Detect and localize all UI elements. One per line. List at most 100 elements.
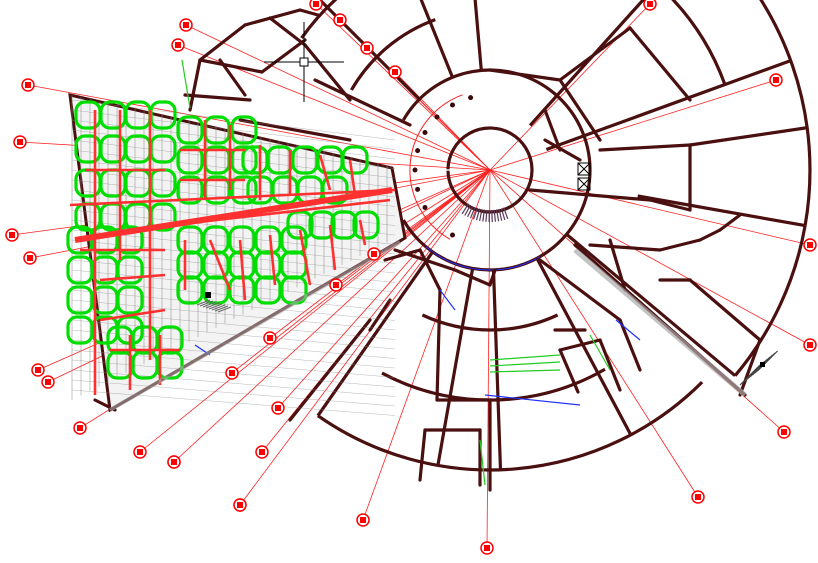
- selection-grip: [330, 210, 358, 240]
- selected-line: [238, 239, 247, 301]
- radial-wall: [491, 269, 503, 470]
- hatch-line: [71, 389, 396, 416]
- grid-bubble-icon: [171, 38, 185, 52]
- selected-line: [99, 273, 166, 282]
- radial-wall: [528, 0, 646, 127]
- hatch-line: [71, 229, 396, 264]
- selected-wing-geometry[interactable]: [66, 93, 407, 416]
- wall-segment: [698, 228, 722, 242]
- elevator-icon: [577, 162, 591, 191]
- wall-segment: [383, 248, 422, 262]
- selected-line: [208, 239, 232, 291]
- lower-wing-wall: [421, 313, 559, 332]
- axis-line: [489, 79, 777, 171]
- right-wing-outer-wall: [733, 225, 807, 377]
- hatch-line: [71, 319, 396, 350]
- rotunda-wall: [402, 68, 592, 272]
- grid-bubble-icon: [309, 0, 323, 11]
- grid-bubble-icon: [777, 425, 791, 439]
- hatch-line: [71, 339, 396, 369]
- hatch-line: [71, 269, 396, 302]
- wall-segment: [435, 288, 442, 402]
- grid-bubble-icon: [31, 363, 45, 377]
- wall-segment: [558, 348, 580, 394]
- grid-bubble-icon: [388, 65, 402, 79]
- axis-line: [185, 24, 491, 171]
- hatch-line: [71, 239, 396, 274]
- grid-bubble-icon: [5, 228, 19, 242]
- wall-segment: [598, 338, 622, 392]
- wall-segment: [260, 38, 307, 74]
- wall-segment: [558, 78, 602, 142]
- hatch-line: [71, 299, 396, 331]
- rotunda-inner-line: [409, 94, 463, 240]
- selection-grip: [308, 210, 336, 240]
- selection-grip: [352, 210, 380, 240]
- grid-bubble-icon: [263, 331, 277, 345]
- hatch-line: [71, 289, 396, 321]
- wall-segment: [688, 126, 807, 147]
- wall-lines: [93, 0, 812, 492]
- axis-line: [489, 169, 699, 498]
- wall-segment: [628, 26, 692, 102]
- accent-line: [489, 361, 561, 367]
- axis-line: [277, 169, 491, 409]
- accent-line: [489, 369, 561, 373]
- rotunda-blue-line: [425, 246, 541, 271]
- wall-segment: [218, 58, 247, 97]
- wall-segment: [288, 318, 372, 422]
- column-dot: [450, 232, 455, 238]
- wall-segment: [198, 23, 247, 62]
- selection-grip: [116, 285, 144, 315]
- wall-segment: [543, 138, 582, 162]
- grid-bubble-icon: [255, 445, 269, 459]
- radial-wall: [535, 257, 633, 436]
- wall-segment: [303, 43, 352, 102]
- grid-bubble-icon: [133, 445, 147, 459]
- grid-bubbles[interactable]: [5, 0, 817, 555]
- grid-bubble-icon: [233, 498, 247, 512]
- wall-segment: [488, 68, 562, 82]
- grid-bubble-icon: [360, 41, 374, 55]
- grid-bubble-icon: [480, 541, 494, 555]
- detail-elements: [108, 59, 778, 486]
- wall-segment: [618, 318, 642, 372]
- accent-line: [589, 334, 611, 371]
- column-dot: [434, 114, 440, 120]
- gap-line: [108, 240, 402, 412]
- accent-line: [439, 289, 456, 311]
- wall-segment: [188, 58, 202, 112]
- crosshair-cursor-icon: [264, 22, 344, 102]
- radial-wall: [316, 250, 434, 417]
- axis-line: [489, 169, 811, 346]
- column-dot: [422, 205, 428, 210]
- grid-bubble-icon: [21, 78, 35, 92]
- axis-line: [489, 169, 811, 246]
- selected-line: [358, 219, 367, 246]
- axis-line: [139, 169, 491, 453]
- radial-wall: [545, 59, 792, 152]
- crosshair-box: [299, 57, 309, 67]
- wall-segment: [588, 243, 662, 252]
- wall-segment: [313, 78, 412, 127]
- grid-bubble-icon: [41, 375, 55, 389]
- selected-line: [268, 234, 277, 286]
- selection-grip: [230, 115, 258, 145]
- grid-bubble-icon: [367, 247, 381, 261]
- right-wing-wall: [671, 0, 727, 86]
- wall-segment: [238, 118, 352, 142]
- accent-line: [484, 394, 581, 406]
- wall-segment: [688, 278, 762, 342]
- selected-line: [328, 224, 337, 271]
- ring-wall: [350, 18, 436, 91]
- grid-bubble-icon: [179, 18, 193, 32]
- grid-bubble-icon: [271, 401, 285, 415]
- radial-wall: [565, 233, 737, 377]
- grid-bubble-icon: [643, 0, 657, 11]
- grid-bubble-icon: [356, 513, 370, 527]
- selected-corridor: [74, 187, 393, 243]
- stair-icon: [196, 292, 232, 313]
- wall-segment: [543, 108, 562, 152]
- radial-wall: [637, 194, 806, 228]
